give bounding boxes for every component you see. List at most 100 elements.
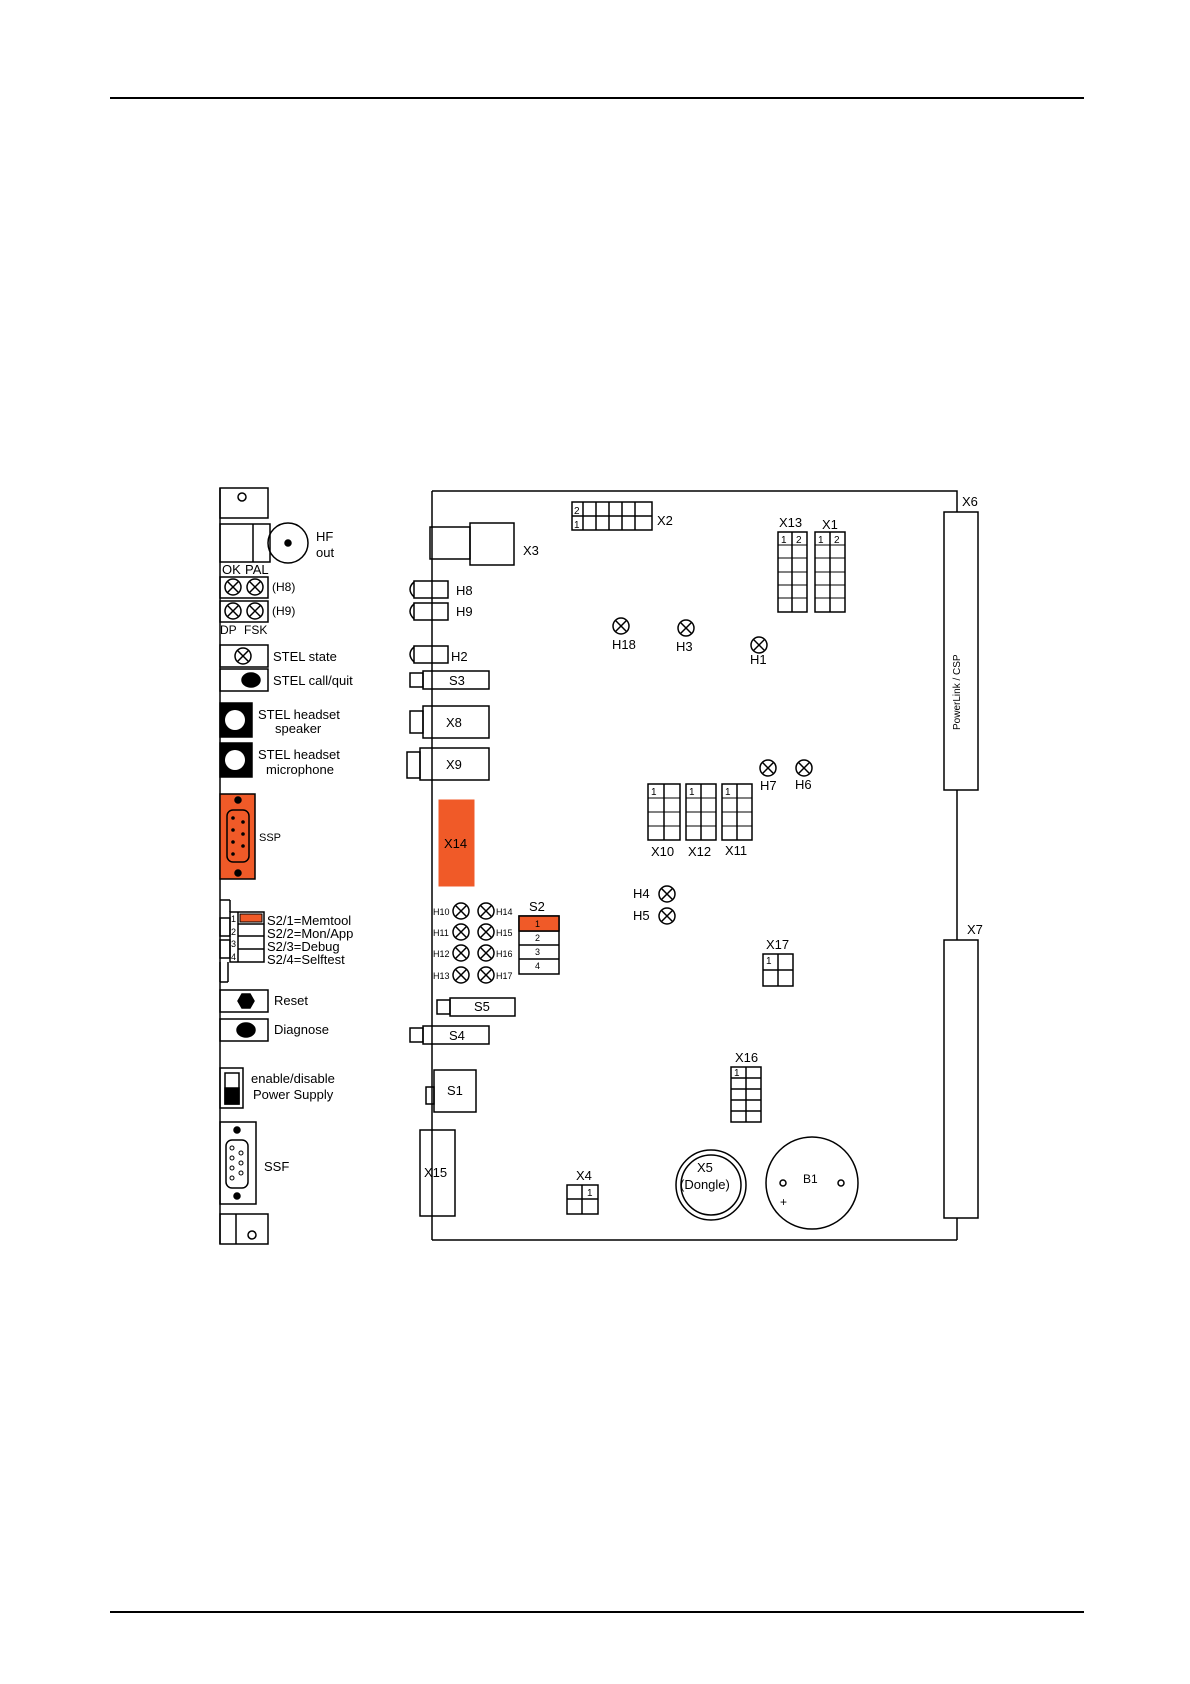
s2-position-2-label: 2	[535, 933, 540, 943]
b1-label: B1	[803, 1172, 818, 1186]
b1-battery-icon	[765, 1136, 859, 1230]
hf-label-line1: HF	[316, 529, 333, 544]
dip-label-4: S2/4=Selftest	[267, 952, 345, 967]
h15-label: H15	[496, 928, 513, 938]
h17-led-icon	[477, 966, 495, 984]
stel-state-label: STEL state	[273, 649, 337, 664]
headset-speaker-label-line2: speaker	[275, 721, 322, 736]
s2-position-3-label: 3	[535, 947, 540, 957]
dip-number-1: 1	[231, 914, 236, 924]
h5-led-icon	[658, 907, 676, 925]
h4-label: H4	[633, 886, 650, 901]
x7-label: X7	[967, 922, 983, 937]
power-label-line1: enable/disable	[251, 1071, 335, 1086]
h6-label: H6	[795, 777, 812, 792]
s5-label: S5	[474, 999, 490, 1014]
bottom-mount-block	[219, 1213, 269, 1245]
x11-label: X11	[725, 843, 747, 858]
x1-pin1-label: 1	[818, 535, 824, 546]
h18-label: H18	[612, 637, 636, 652]
diagnose-box	[219, 1018, 269, 1042]
s3-switch	[409, 672, 424, 688]
h1-led-icon	[750, 636, 768, 654]
s2-position-1-highlight	[518, 915, 560, 932]
main-board	[406, 490, 979, 1241]
x3-connector	[469, 522, 515, 566]
s2-label: S2	[529, 899, 545, 914]
x11-pin1-label: 1	[725, 787, 731, 798]
dp-led-icon	[224, 602, 242, 620]
dip-switch-s2	[229, 911, 265, 963]
h9-label: H9	[456, 604, 473, 619]
reset-button-icon	[237, 993, 255, 1009]
dip-number-3: 3	[231, 939, 236, 949]
h1-label: H1	[750, 652, 767, 667]
h16-label: H16	[496, 949, 513, 959]
h13-led-icon	[452, 966, 470, 984]
fsk-led-icon	[246, 602, 264, 620]
ok-label: OK	[222, 562, 241, 577]
x12-label: X12	[688, 844, 711, 859]
pal-label: PAL	[245, 562, 269, 577]
h10-label: H10	[433, 907, 450, 917]
led-block-h9	[219, 600, 269, 623]
x10-label: X10	[651, 844, 674, 859]
ok-led-icon	[224, 578, 242, 596]
x8-label: X8	[446, 715, 462, 730]
b1-plus-label: +	[780, 1195, 787, 1209]
x5-label-line2: (Dongle)	[680, 1177, 730, 1192]
top-mount-screw-icon	[237, 492, 247, 502]
x6-label: X6	[962, 494, 978, 509]
headset-mic-label-line1: STEL headset	[258, 747, 340, 762]
x17-pin1-label: 1	[766, 956, 772, 967]
stel-state-led-icon	[234, 647, 252, 665]
h7-label: H7	[760, 778, 777, 793]
headset-speaker-jack-icon	[225, 710, 245, 730]
powerlink-csp-label: PowerLink / CSP	[952, 654, 963, 730]
h13-label: H13	[433, 971, 450, 981]
s5-switch	[436, 999, 451, 1015]
h9-led-holder	[413, 602, 449, 621]
x4-label: X4	[576, 1168, 592, 1183]
x16-pin1-label: 1	[734, 1068, 740, 1079]
hf-out-connector-icon	[267, 522, 309, 564]
h10-led-icon	[452, 902, 470, 920]
h9-ref-label: (H9)	[272, 604, 295, 618]
dp-label: DP	[220, 623, 237, 637]
x13-pin2-label: 2	[796, 535, 802, 546]
h3-label: H3	[676, 639, 693, 654]
s4-switch	[409, 1027, 424, 1043]
x17-label: X17	[766, 937, 789, 952]
top-mount-block	[219, 487, 269, 519]
x1-pin2-label: 2	[834, 535, 840, 546]
x13-label: X13	[779, 515, 802, 530]
x13-pin1-label: 1	[781, 535, 787, 546]
ssf-pins	[229, 1145, 244, 1181]
stel-call-button-icon	[241, 672, 261, 688]
h8-label: H8	[456, 583, 473, 598]
h12-led-icon	[452, 944, 470, 962]
dip-label-3: S2/3=Debug	[267, 939, 340, 954]
header-rule	[110, 97, 1084, 99]
s3-label: S3	[449, 673, 465, 688]
h11-led-icon	[452, 923, 470, 941]
h6-led-icon	[795, 759, 813, 777]
fsk-label: FSK	[244, 623, 267, 637]
hf-connector-body	[219, 523, 271, 563]
s1-label: S1	[447, 1083, 463, 1098]
h3-led-icon	[677, 619, 695, 637]
h2-led-holder	[413, 645, 449, 664]
x1-label: X1	[822, 517, 838, 532]
x14-label: X14	[444, 836, 467, 851]
h4-led-icon	[658, 885, 676, 903]
x15-label: X15	[424, 1165, 447, 1180]
x7-connector	[943, 939, 979, 1219]
stel-call-label: STEL call/quit	[273, 673, 353, 688]
h14-label: H14	[496, 907, 513, 917]
h8-led-holder	[413, 580, 449, 599]
headset-mic-jack-icon	[225, 750, 245, 770]
pal-led-icon	[246, 578, 264, 596]
footer-rule	[110, 1611, 1084, 1613]
s2-position-4-label: 4	[535, 961, 540, 971]
s4-label: S4	[449, 1028, 465, 1043]
